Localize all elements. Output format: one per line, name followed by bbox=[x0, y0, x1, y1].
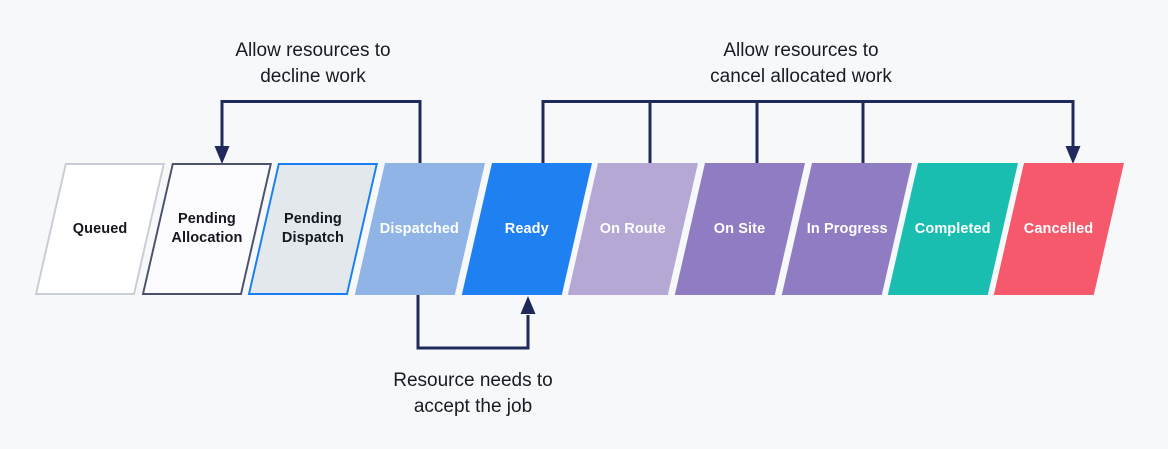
stage-completed-label: Completed bbox=[914, 220, 991, 237]
stage-pending-allocation-label: Pending Allocation bbox=[171, 211, 243, 246]
annotation-cancel-allocated-work: Allow resources to cancel allocated work bbox=[710, 38, 892, 90]
annotation-accept-line1: Resource needs to bbox=[393, 370, 553, 391]
annotation-decline-line1: Allow resources to bbox=[235, 40, 391, 61]
stage-dispatched-label: Dispatched bbox=[380, 220, 460, 237]
annotation-cancel-line2: cancel allocated work bbox=[710, 66, 892, 87]
annotation-accept-job: Resource needs to accept the job bbox=[393, 368, 553, 420]
decline-arrow-line bbox=[220, 100, 422, 164]
accept-arrow-line bbox=[416, 294, 530, 350]
stage-in-progress-label: In Progress bbox=[806, 220, 888, 237]
stage-on-route-label: On Route bbox=[599, 220, 666, 237]
stage-cancelled-label: Cancelled bbox=[1024, 220, 1094, 237]
accept-arrow-head bbox=[520, 296, 536, 314]
stage-on-site-label: On Site bbox=[714, 220, 766, 237]
decline-arrow-head bbox=[214, 146, 230, 164]
stage-pending-dispatch-label: Pending Dispatch bbox=[281, 211, 344, 246]
annotation-decline-line2: decline work bbox=[260, 66, 366, 87]
stage-ready-label: Ready bbox=[504, 220, 549, 237]
stage-queued-label: Queued bbox=[72, 220, 128, 237]
annotation-cancel-line1: Allow resources to bbox=[723, 40, 879, 61]
annotation-decline-work: Allow resources to decline work bbox=[235, 38, 390, 90]
cancel-arrow-head bbox=[1065, 146, 1081, 164]
annotation-accept-line2: accept the job bbox=[413, 396, 533, 417]
cancel-arrow-line bbox=[541, 100, 1075, 164]
